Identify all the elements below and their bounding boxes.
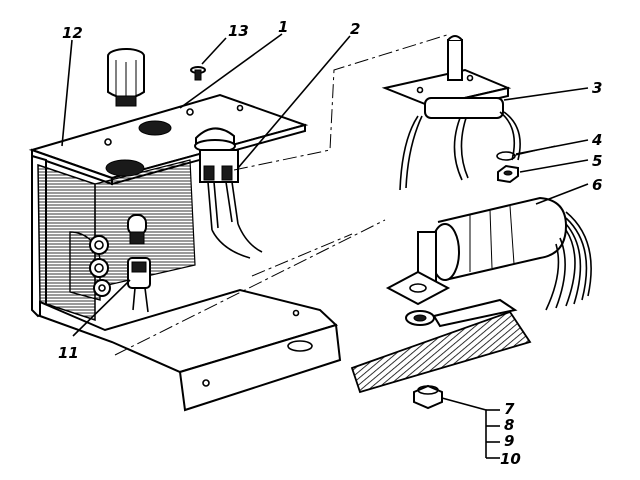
- label-1: 1: [278, 18, 288, 36]
- label-5: 5: [592, 152, 602, 170]
- bolt: [413, 384, 443, 410]
- screw: [190, 66, 206, 81]
- label-9: 9: [504, 432, 514, 450]
- lamp-socket: [127, 257, 151, 313]
- knob: [107, 48, 145, 107]
- label-2: 2: [350, 20, 360, 38]
- nut: [497, 164, 519, 184]
- label-7: 7: [504, 400, 515, 418]
- toggle-switch-assembly: [381, 35, 521, 191]
- label-6: 6: [592, 176, 602, 194]
- ground-strap: [350, 298, 532, 394]
- label-12: 12: [62, 24, 83, 42]
- label-4: 4: [591, 131, 602, 149]
- relay-unit: [385, 196, 592, 311]
- push-switch: [194, 127, 263, 259]
- washer: [496, 151, 516, 161]
- leader-lines: [61, 33, 589, 459]
- mounting-bracket: [28, 48, 342, 412]
- label-11: 11: [58, 344, 79, 362]
- alignment-lines: [114, 33, 451, 356]
- label-3: 3: [592, 79, 602, 97]
- label-8: 8: [504, 416, 514, 434]
- label-10: 10: [500, 450, 521, 468]
- label-13: 13: [228, 22, 249, 40]
